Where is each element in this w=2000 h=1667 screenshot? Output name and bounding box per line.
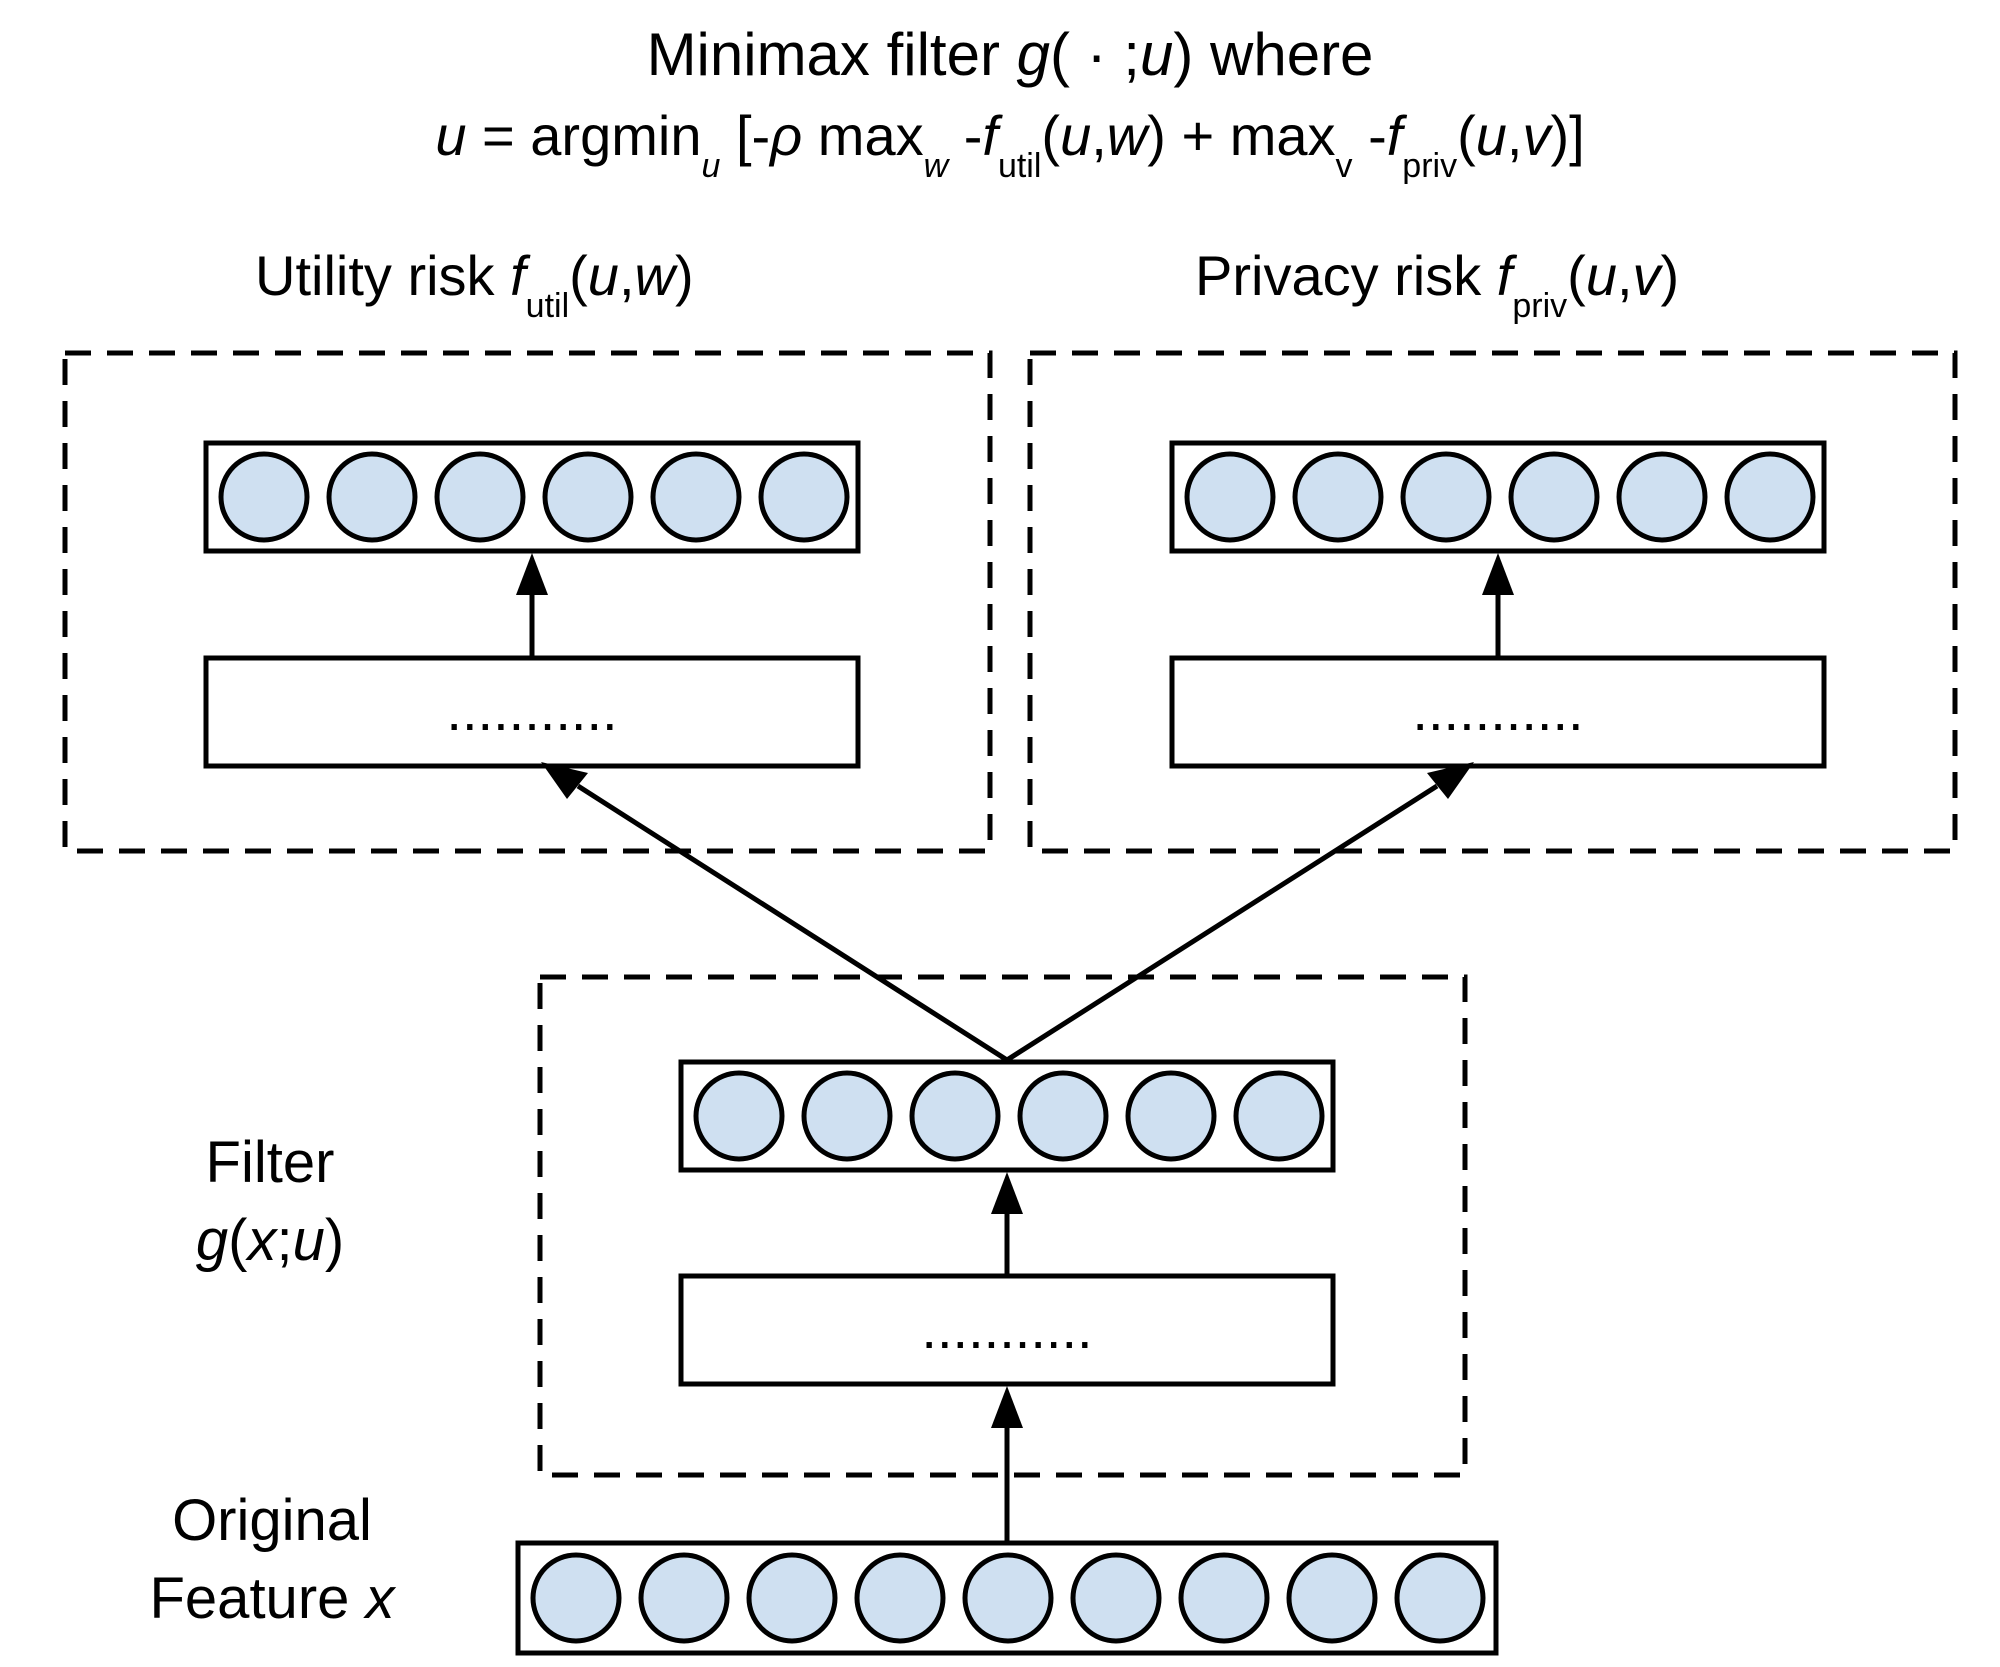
privacy-module-box <box>1027 350 1958 854</box>
input-node-7 <box>1178 1552 1270 1644</box>
filter-inner-arrowhead <box>991 1172 1023 1214</box>
input-node-2 <box>638 1552 730 1644</box>
original-label: Original <box>172 1488 372 1553</box>
privacy-node-6 <box>1724 451 1816 543</box>
privacy-node-4 <box>1508 451 1600 543</box>
input-node-9 <box>1394 1552 1486 1644</box>
filter-module-box <box>537 974 1468 1478</box>
filter-label: Filter <box>206 1130 335 1195</box>
filter-node-4 <box>1017 1070 1109 1162</box>
utility-node-1 <box>218 451 310 543</box>
utility-node-5 <box>650 451 742 543</box>
input-node-8 <box>1286 1552 1378 1644</box>
privacy-output-nodes <box>1184 451 1816 543</box>
input-feature-nodes <box>530 1552 1486 1644</box>
title-line-1: Minimax filter g( · ;u) where <box>647 21 1374 88</box>
filter-to-utility-arrow <box>576 783 1009 1063</box>
utility-node-6 <box>758 451 850 543</box>
input-node-3 <box>746 1552 838 1644</box>
privacy-node-3 <box>1400 451 1492 543</box>
filter-node-3 <box>909 1070 1001 1162</box>
filter-to-privacy-arrowhead <box>1427 762 1474 799</box>
title-line-2: u = argminu [-ρ maxw -futil(u,w) + maxv … <box>435 104 1584 185</box>
filter-hidden-ellipsis: ........... <box>921 1297 1092 1360</box>
feature-x-label: Feature x <box>150 1566 397 1631</box>
privacy-output-layer <box>1169 440 1827 554</box>
input-node-5 <box>962 1552 1054 1644</box>
filter-node-6 <box>1233 1070 1325 1162</box>
filter-to-utility-arrowhead <box>541 762 588 799</box>
utility-hidden-ellipsis: ........... <box>446 679 617 742</box>
input-node-4 <box>854 1552 946 1644</box>
input-node-6 <box>1070 1552 1162 1644</box>
privacy-node-2 <box>1292 451 1384 543</box>
utility-node-3 <box>434 451 526 543</box>
filter-node-5 <box>1125 1070 1217 1162</box>
utility-inner-arrowhead <box>516 553 548 595</box>
filter-hidden-layer <box>678 1273 1336 1387</box>
utility-risk-label: Utility risk futil(u,w) <box>255 244 694 325</box>
filter-node-2 <box>801 1070 893 1162</box>
filter-node-1 <box>693 1070 785 1162</box>
utility-node-2 <box>326 451 418 543</box>
privacy-node-5 <box>1616 451 1708 543</box>
privacy-hidden-ellipsis: ........... <box>1412 679 1583 742</box>
utility-output-nodes <box>218 451 850 543</box>
filter-to-privacy-arrow <box>1005 783 1439 1063</box>
utility-module-box <box>62 350 993 854</box>
input-node-1 <box>530 1552 622 1644</box>
privacy-inner-arrowhead <box>1482 553 1514 595</box>
filter-output-layer <box>678 1059 1336 1173</box>
filter-output-nodes <box>693 1070 1325 1162</box>
input-to-filter-arrowhead <box>991 1386 1023 1428</box>
privacy-hidden-layer <box>1169 655 1827 769</box>
privacy-node-1 <box>1184 451 1276 543</box>
filter-function-label: g(x;u) <box>196 1208 344 1273</box>
utility-output-layer <box>203 440 861 554</box>
privacy-risk-label: Privacy risk fpriv(u,v) <box>1195 244 1679 325</box>
utility-node-4 <box>542 451 634 543</box>
utility-hidden-layer <box>203 655 861 769</box>
